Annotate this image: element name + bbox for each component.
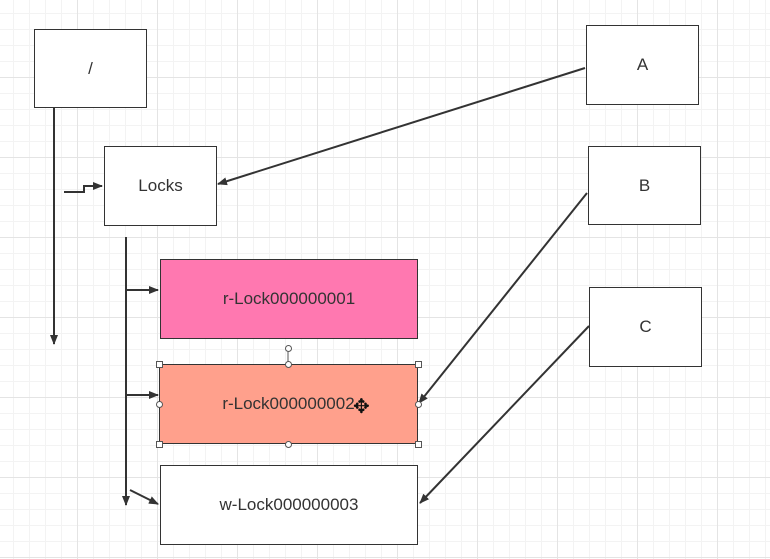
node-r-lock-1[interactable]: r-Lock000000001 (160, 259, 418, 339)
node-root[interactable]: / (34, 29, 147, 108)
connect-handle-top[interactable] (285, 361, 292, 368)
edge-root-to-locks[interactable] (64, 182, 103, 193)
resize-handle-bottom-left[interactable] (156, 441, 163, 448)
node-r-lock-2[interactable]: r-Lock000000002 (159, 364, 418, 444)
node-locks-label: Locks (138, 176, 183, 195)
node-a[interactable]: A (586, 25, 699, 105)
resize-handle-bottom-right[interactable] (415, 441, 422, 448)
node-w-lock-3[interactable]: w-Lock000000003 (160, 465, 418, 545)
connect-handle-bottom[interactable] (285, 441, 292, 448)
node-r-lock-2-label: r-Lock000000002 (222, 394, 355, 413)
node-b[interactable]: B (588, 146, 701, 225)
node-locks[interactable]: Locks (104, 146, 217, 226)
node-c-label: C (639, 317, 652, 336)
edge-locks-to-w3[interactable] (129, 489, 159, 505)
node-b-label: B (638, 175, 651, 195)
connect-handle-right[interactable] (415, 401, 422, 408)
connect-handle-left[interactable] (156, 401, 163, 408)
node-r-lock-1-label: r-Lock000000001 (222, 289, 356, 308)
node-a-label: A (636, 55, 649, 74)
edge-b-to-r2[interactable] (418, 192, 588, 404)
move-cursor-icon: ✥ (353, 394, 370, 418)
node-root-label: / (88, 58, 93, 78)
edge-c-to-w3[interactable] (419, 325, 590, 504)
rotate-handle[interactable] (285, 345, 292, 352)
edge-a-to-locks[interactable] (217, 67, 586, 186)
node-w-lock-3-label: w-Lock000000003 (219, 495, 359, 514)
node-c[interactable]: C (589, 287, 702, 367)
resize-handle-top-right[interactable] (415, 361, 422, 368)
resize-handle-top-left[interactable] (156, 361, 163, 368)
